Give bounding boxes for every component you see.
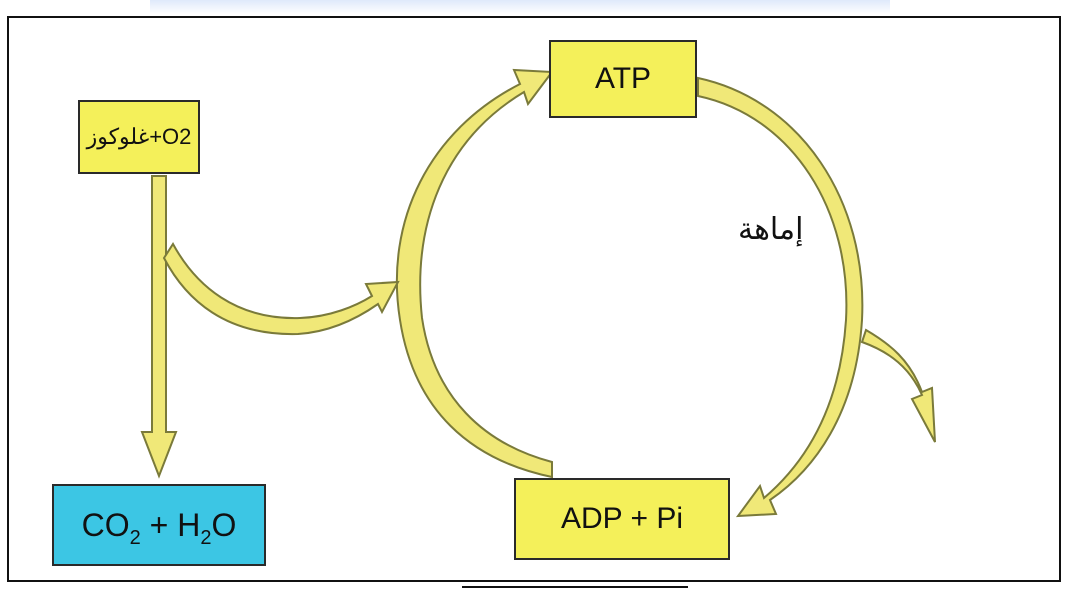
co2-water-label: CO2 + H2O <box>81 506 237 549</box>
adp-pi-box: ADP + Pi <box>514 478 730 560</box>
co2-water-box: CO2 + H2O <box>52 484 266 566</box>
glucose-oxygen-box: غلوكوز+O2 <box>78 100 200 174</box>
adp-pi-label: ADP + Pi <box>560 502 683 535</box>
cycle-right-arc-arrow <box>697 76 864 518</box>
top-decoration-bar <box>150 0 890 14</box>
bottom-frame-tab <box>462 586 688 594</box>
energy-input-arrow <box>162 242 400 336</box>
atp-label: ATP <box>594 62 652 95</box>
hydrolysis-label: إماهة <box>738 212 804 247</box>
glucose-oxygen-label: غلوكوز+O2 <box>86 124 192 149</box>
co-text: CO <box>81 506 130 543</box>
plus-h-text: + H <box>140 506 201 543</box>
o-text: O <box>211 506 237 543</box>
cycle-left-arc-arrow <box>395 68 554 479</box>
diagram-frame <box>7 16 1061 582</box>
atp-box: ATP <box>549 40 697 118</box>
glucose-to-co2-arrow <box>140 175 178 479</box>
co2-subscript: 2 <box>129 526 141 549</box>
h2o-subscript: 2 <box>200 526 212 549</box>
energy-release-arrow <box>860 328 936 443</box>
